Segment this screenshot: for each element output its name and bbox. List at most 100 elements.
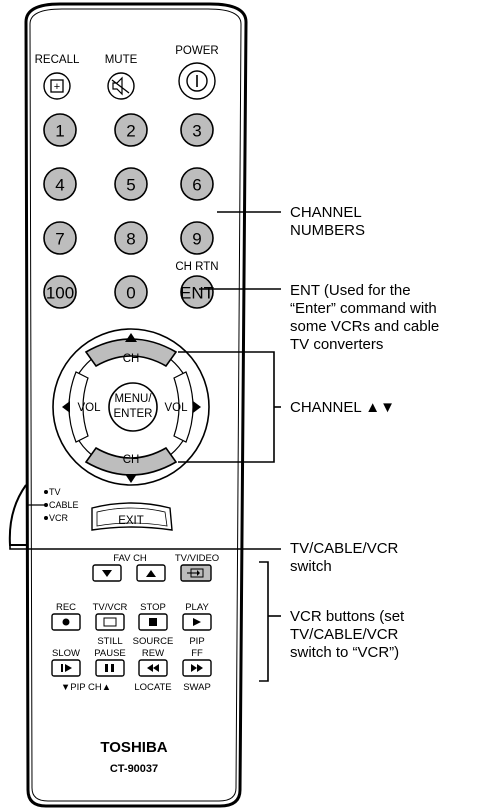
ch-up-arrow-icon	[125, 333, 137, 342]
svg-text:3: 3	[192, 122, 201, 141]
svg-text:EXIT: EXIT	[118, 515, 144, 527]
stop-label: STOP	[140, 602, 166, 613]
callout-ent-3: some VCRs and cable	[290, 318, 439, 335]
svg-text:0: 0	[126, 284, 135, 303]
stop-icon	[149, 618, 157, 626]
callout-switch-2: switch	[290, 558, 332, 575]
tv-vcr-button[interactable]	[95, 613, 125, 631]
tv-video-button[interactable]	[180, 564, 212, 582]
svg-text:4: 4	[55, 176, 64, 195]
up-triangle-icon	[146, 570, 156, 577]
ch-up-button[interactable]	[84, 338, 178, 368]
power-label: POWER	[175, 45, 218, 57]
mute-button[interactable]	[107, 72, 135, 100]
fav-ch-label: FAV CH	[113, 553, 147, 564]
leader-lines	[9, 211, 281, 682]
fav-ch-down-button[interactable]	[92, 564, 122, 582]
down-triangle-icon	[102, 570, 112, 577]
key-5[interactable]: 5	[114, 167, 148, 201]
svg-text:100: 100	[46, 284, 74, 303]
callout-switch-1: TV/CABLE/VCR	[290, 540, 399, 557]
slow-label: SLOW	[52, 648, 80, 659]
rew-label: REW	[142, 648, 164, 659]
remote-body-inner	[29, 8, 242, 802]
locate-label: LOCATE	[134, 682, 171, 693]
swap-label: SWAP	[183, 682, 211, 693]
recall-button[interactable]: +	[43, 72, 71, 100]
key-6[interactable]: 6	[180, 167, 214, 201]
callout-vcr-2: TV/CABLE/VCR	[290, 626, 399, 643]
recall-icon	[50, 79, 64, 93]
switch-cable-label: CABLE	[49, 500, 79, 510]
key-8[interactable]: 8	[114, 221, 148, 255]
fast-forward-icon	[191, 664, 203, 672]
key-2[interactable]: 2	[114, 113, 148, 147]
tv-video-label: TV/VIDEO	[175, 553, 219, 564]
vol-left-label: VOL	[77, 402, 101, 414]
vol-left-button[interactable]	[68, 371, 89, 443]
pip-ch-label: ▼PIP CH▲	[61, 682, 111, 693]
ff-button[interactable]	[182, 659, 212, 677]
menu-enter-button[interactable]: MENU/ ENTER	[108, 382, 158, 432]
callout-channel-numbers-2: NUMBERS	[290, 222, 365, 239]
exit-button[interactable]: EXIT	[91, 502, 173, 531]
callout-vcr-3: switch to “VCR”)	[290, 644, 399, 661]
slow-button[interactable]	[51, 659, 81, 677]
input-source-icon	[187, 568, 204, 578]
pause-button[interactable]	[95, 659, 125, 677]
switch-tv-label: TV	[49, 487, 61, 497]
key-1[interactable]: 1	[43, 113, 77, 147]
svg-text:ENTER: ENTER	[114, 408, 153, 420]
key-9[interactable]: 9	[180, 221, 214, 255]
svg-text:1: 1	[55, 122, 64, 141]
switch-vcr-label: VCR	[49, 513, 69, 523]
vol-right-button[interactable]	[173, 371, 194, 443]
rewind-icon	[147, 664, 159, 672]
vol-right-label: VOL	[164, 402, 188, 414]
key-4[interactable]: 4	[43, 167, 77, 201]
svg-text:9: 9	[192, 230, 201, 249]
rew-button[interactable]	[138, 659, 168, 677]
key-7[interactable]: 7	[43, 221, 77, 255]
callout-ent-4: TV converters	[290, 336, 383, 353]
ch-rtn-label: CH RTN	[175, 261, 218, 273]
svg-text:2: 2	[126, 122, 135, 141]
callout-ent-1: ENT (Used for the	[290, 282, 411, 299]
callout-vcr-1: VCR buttons (set	[290, 608, 405, 625]
mute-label: MUTE	[105, 54, 138, 66]
svg-text:ENT: ENT	[180, 284, 214, 303]
svg-text:8: 8	[126, 230, 135, 249]
ff-label: FF	[191, 648, 203, 659]
key-100[interactable]: 100	[43, 275, 77, 309]
vol-right-arrow-icon	[193, 401, 201, 413]
play-label: PLAY	[185, 602, 209, 613]
fav-ch-up-button[interactable]	[136, 564, 166, 582]
play-button[interactable]	[182, 613, 212, 631]
recall-label: RECALL	[35, 54, 80, 66]
svg-text:6: 6	[192, 176, 201, 195]
key-ent[interactable]: ENT	[180, 275, 214, 309]
power-button[interactable]	[178, 62, 216, 100]
rec-label: REC	[56, 602, 76, 613]
ch-down-label: CH	[123, 454, 140, 466]
pip-label: PIP	[189, 636, 204, 647]
key-3[interactable]: 3	[180, 113, 214, 147]
stop-button[interactable]	[138, 613, 168, 631]
tv-icon	[103, 617, 117, 627]
tv-vcr-label: TV/VCR	[93, 602, 128, 613]
svg-text:7: 7	[55, 230, 64, 249]
record-icon	[62, 618, 70, 626]
rec-button[interactable]	[51, 613, 81, 631]
play-icon	[193, 618, 201, 626]
slow-icon	[61, 664, 72, 672]
tv-cable-vcr-switch[interactable]	[8, 484, 48, 546]
callout-ent-2: “Enter” command with	[290, 300, 437, 317]
vol-left-arrow-icon	[62, 401, 70, 413]
key-0[interactable]: 0	[114, 275, 148, 309]
pause-label: PAUSE	[94, 648, 126, 659]
ch-down-button[interactable]	[84, 446, 178, 476]
source-label: SOURCE	[133, 636, 174, 647]
svg-text:+: +	[54, 81, 60, 93]
brand-logo: TOSHIBA	[100, 739, 167, 756]
